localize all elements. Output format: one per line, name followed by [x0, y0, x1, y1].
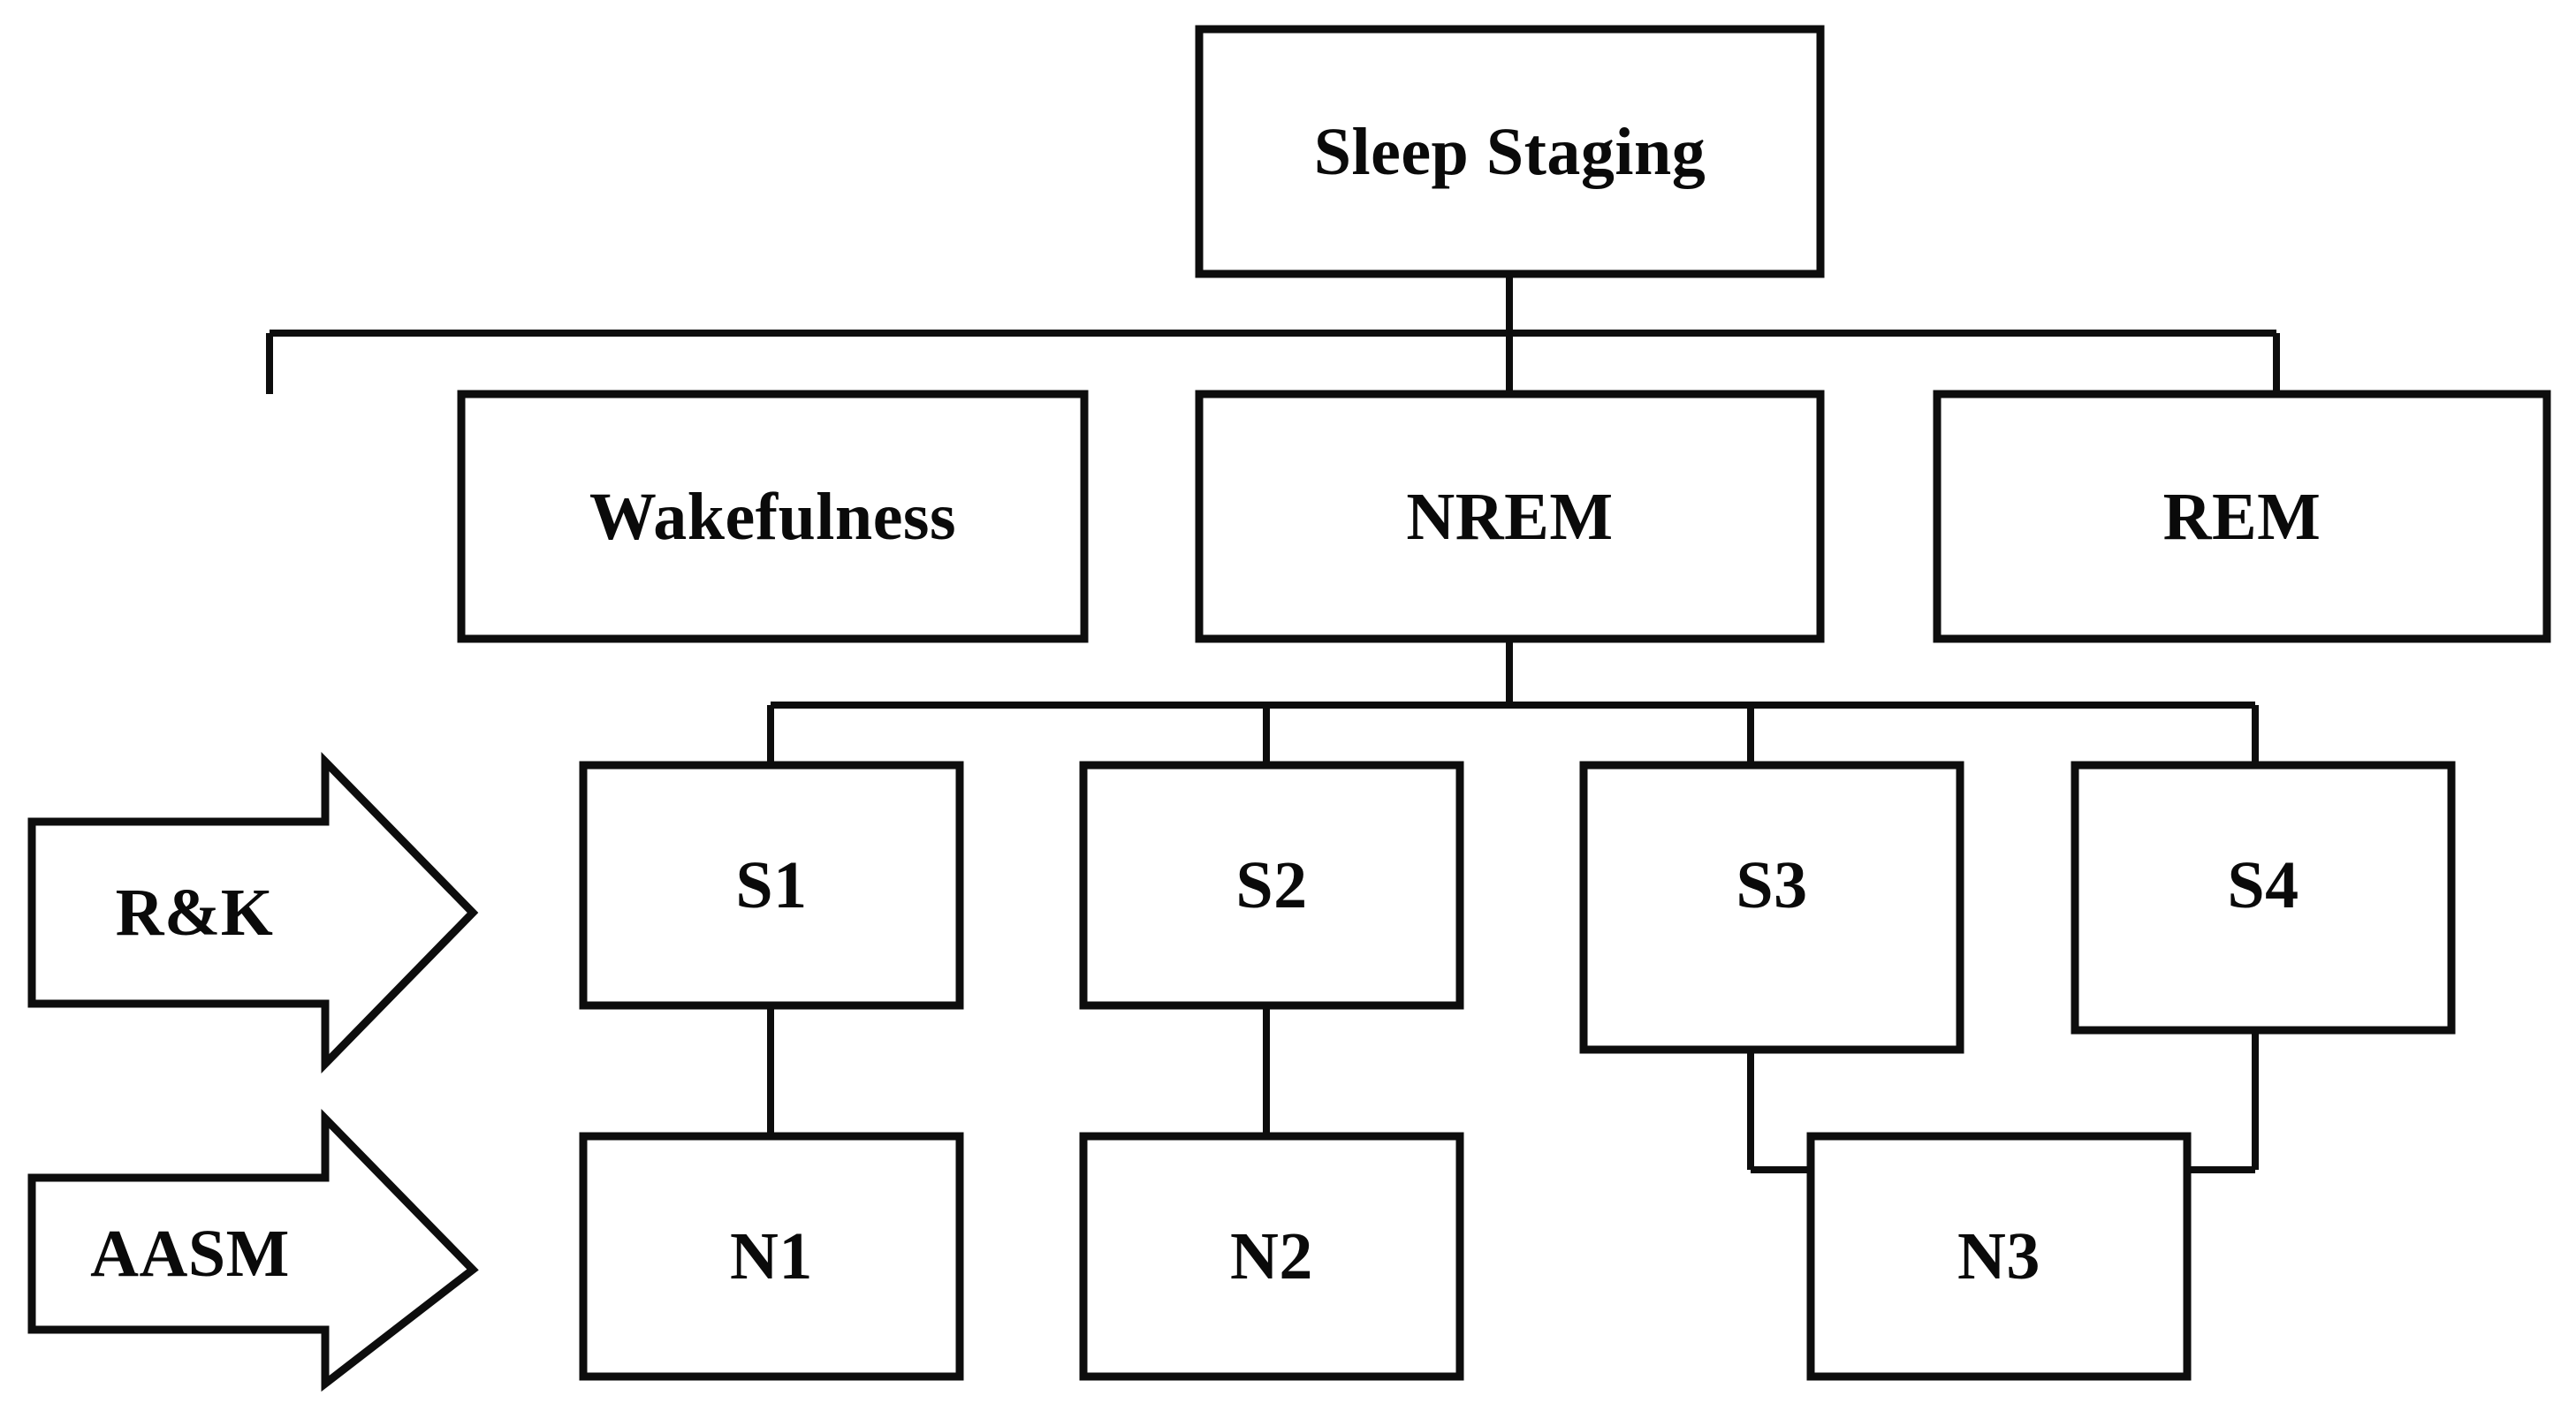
node-label-n2: N2	[1230, 1219, 1313, 1293]
arrow-shape-aasm[interactable]	[27, 1108, 479, 1392]
node-label-wakefulness: Wakefulness	[589, 479, 957, 554]
node-label-nrem: NREM	[1406, 479, 1614, 554]
arrow-shape-rk[interactable]	[27, 751, 479, 1074]
node-box-s1[interactable]	[579, 761, 964, 1010]
node-box-s3[interactable]	[1579, 761, 1964, 1054]
node-box-s2[interactable]	[1079, 761, 1464, 1010]
node-label-s2: S2	[1235, 848, 1308, 922]
node-label-s3: S3	[1736, 848, 1808, 922]
arrow-label-aasm: AASM	[90, 1217, 290, 1291]
node-box-nrem[interactable]	[1195, 390, 1825, 643]
arrow-label-rk: R&K	[115, 876, 274, 950]
node-label-s1: S1	[735, 848, 808, 922]
node-box-s4[interactable]	[2071, 761, 2456, 1035]
node-box-sleep-staging[interactable]	[1195, 25, 1825, 278]
node-label-s4: S4	[2227, 848, 2299, 922]
node-label-sleep-staging: Sleep Staging	[1313, 114, 1706, 189]
node-label-rem: REM	[2162, 479, 2321, 554]
node-label-n1: N1	[730, 1219, 813, 1293]
node-box-rem[interactable]	[1933, 390, 2551, 643]
node-box-n1[interactable]	[579, 1132, 964, 1381]
node-label-n3: N3	[1957, 1219, 2040, 1293]
node-box-n3[interactable]	[1806, 1132, 2192, 1381]
node-box-n2[interactable]	[1079, 1132, 1464, 1381]
node-box-wakefulness[interactable]	[457, 390, 1089, 643]
